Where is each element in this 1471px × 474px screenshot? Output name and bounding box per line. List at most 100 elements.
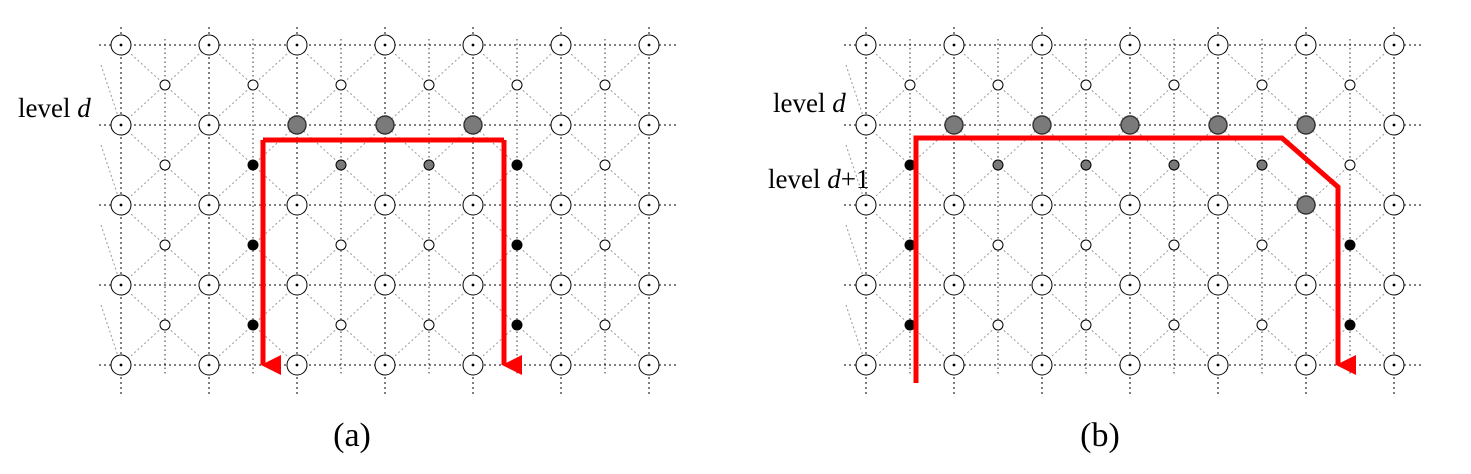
diagonal-link bbox=[384, 84, 430, 126]
lattice-node-center bbox=[1304, 43, 1308, 47]
small-node bbox=[1256, 79, 1268, 91]
small-node-black bbox=[1344, 319, 1356, 331]
diagonal-link bbox=[845, 224, 867, 286]
lattice-node-center bbox=[119, 123, 123, 127]
lattice-node-center bbox=[1040, 363, 1044, 367]
lattice-node-center bbox=[647, 283, 651, 287]
small-node bbox=[1256, 319, 1268, 331]
lattice-node-center bbox=[383, 203, 387, 207]
small-node-gray bbox=[1168, 159, 1180, 171]
small-node-black bbox=[1344, 239, 1356, 251]
lattice-node-center bbox=[1040, 283, 1044, 287]
lattice-node-center bbox=[1392, 123, 1396, 127]
small-node-gray bbox=[1256, 159, 1268, 171]
lattice-node-center bbox=[1128, 283, 1132, 287]
diagonal-link bbox=[1129, 84, 1175, 126]
lattice-node-center bbox=[383, 283, 387, 287]
diagonal-link bbox=[1041, 84, 1087, 126]
diagonal-link bbox=[100, 224, 122, 286]
lattice-node-center bbox=[647, 123, 651, 127]
small-node bbox=[599, 319, 611, 331]
lattice-node-center bbox=[207, 203, 211, 207]
diagonal-link bbox=[428, 124, 474, 166]
small-node bbox=[1080, 239, 1092, 251]
lattice-node-center bbox=[1216, 363, 1220, 367]
lattice-node-center bbox=[864, 363, 868, 367]
panel-b-level-d-label: level d bbox=[773, 88, 846, 118]
lattice-node-center bbox=[864, 43, 868, 47]
small-node-black bbox=[247, 159, 259, 171]
lattice-node-center bbox=[471, 43, 475, 47]
lattice-node-center bbox=[559, 283, 563, 287]
lattice-node-center bbox=[1216, 283, 1220, 287]
diagonal-link bbox=[997, 124, 1043, 166]
diagonal-link bbox=[100, 304, 122, 366]
lattice-node-center bbox=[207, 363, 211, 367]
diagonal-link bbox=[1085, 124, 1131, 166]
lattice-node-gray bbox=[944, 115, 964, 135]
small-node-gray bbox=[335, 159, 347, 171]
small-node bbox=[599, 239, 611, 251]
lattice-node-center bbox=[1216, 203, 1220, 207]
lattice-node-center bbox=[119, 203, 123, 207]
diagonal-link bbox=[100, 64, 122, 126]
diagonal-link bbox=[997, 84, 1043, 126]
diagonal-link bbox=[1173, 84, 1219, 126]
small-node bbox=[159, 79, 171, 91]
small-node bbox=[1168, 79, 1180, 91]
lattice-node-center bbox=[207, 123, 211, 127]
small-node-black bbox=[247, 239, 259, 251]
small-node bbox=[511, 79, 523, 91]
small-node bbox=[1168, 239, 1180, 251]
small-node bbox=[992, 79, 1004, 91]
lattice-node-center bbox=[1128, 203, 1132, 207]
lattice-node-center bbox=[647, 363, 651, 367]
small-node bbox=[335, 319, 347, 331]
diagonal-link bbox=[1261, 204, 1307, 246]
small-node bbox=[992, 239, 1004, 251]
lattice-node-center bbox=[952, 203, 956, 207]
diagonal-link bbox=[1085, 84, 1131, 126]
lattice-node-center bbox=[295, 283, 299, 287]
diagonal-link bbox=[1129, 124, 1175, 166]
diagonal-link bbox=[845, 304, 867, 366]
lattice-node-center bbox=[295, 203, 299, 207]
lattice-node-center bbox=[864, 283, 868, 287]
small-node bbox=[599, 79, 611, 91]
diagonal-link bbox=[472, 84, 518, 126]
small-node bbox=[159, 319, 171, 331]
lattice-node-center bbox=[1392, 283, 1396, 287]
lattice-node-gray bbox=[287, 115, 307, 135]
lattice-node-center bbox=[207, 283, 211, 287]
lattice-node-center bbox=[119, 283, 123, 287]
lattice-node-center bbox=[1304, 363, 1308, 367]
lattice-node-center bbox=[559, 203, 563, 207]
lattice-node-center bbox=[1128, 43, 1132, 47]
small-node bbox=[599, 159, 611, 171]
lattice-node-center bbox=[559, 123, 563, 127]
lattice-node-center bbox=[1304, 283, 1308, 287]
lattice-node-center bbox=[119, 363, 123, 367]
diagonal-link bbox=[1217, 124, 1263, 166]
panel-b-nodes bbox=[855, 34, 1405, 376]
diagonal-link bbox=[296, 124, 342, 166]
lattice-node-center bbox=[559, 363, 563, 367]
lattice-node-center bbox=[471, 363, 475, 367]
small-node bbox=[247, 79, 259, 91]
panel-a-caption: (a) bbox=[333, 417, 371, 454]
lattice-node-center bbox=[1040, 43, 1044, 47]
lattice-node-center bbox=[295, 363, 299, 367]
lattice-node-center bbox=[952, 283, 956, 287]
small-node bbox=[335, 79, 347, 91]
small-node-gray bbox=[1080, 159, 1092, 171]
panel-b-paths bbox=[913, 135, 1356, 383]
diagonal-link bbox=[428, 84, 474, 126]
small-node bbox=[159, 159, 171, 171]
diagonal-link bbox=[1261, 124, 1307, 166]
diagonal-link bbox=[953, 124, 999, 166]
diagonal-link bbox=[1173, 124, 1219, 166]
diagonal-link bbox=[1217, 84, 1263, 126]
lattice-node-center bbox=[471, 283, 475, 287]
small-node bbox=[1344, 79, 1356, 91]
diagonal-link bbox=[252, 84, 298, 126]
